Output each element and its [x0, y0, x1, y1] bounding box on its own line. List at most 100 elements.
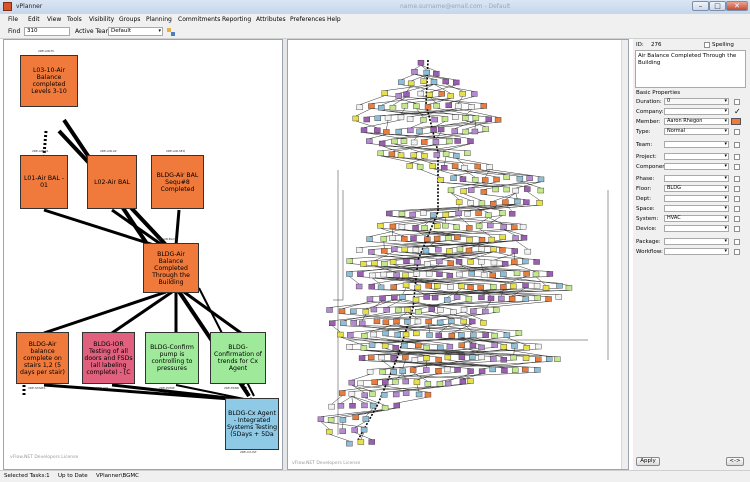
overview-task-node[interactable] [460, 177, 466, 182]
overview-task-node[interactable] [415, 343, 421, 348]
overview-task-node[interactable] [386, 211, 392, 216]
overview-task-node[interactable] [446, 139, 452, 144]
overview-task-node[interactable] [349, 391, 355, 396]
overview-task-node[interactable] [436, 333, 442, 338]
overview-task-node[interactable] [500, 272, 506, 277]
overview-task-node[interactable] [366, 139, 372, 144]
overview-task-node[interactable] [375, 116, 381, 121]
overview-task-node[interactable] [402, 355, 408, 360]
overview-task-node[interactable] [467, 237, 473, 242]
overview-task-node[interactable] [379, 141, 385, 146]
find-input[interactable]: 310 [24, 27, 70, 36]
overview-task-node[interactable] [398, 115, 404, 120]
device-checkbox[interactable] [734, 226, 740, 232]
team-link-icon[interactable] [167, 28, 175, 36]
overview-task-node[interactable] [525, 249, 531, 254]
menu-visibility[interactable]: Visibility [89, 16, 114, 23]
overview-task-node[interactable] [407, 117, 413, 122]
overview-task-node[interactable] [391, 139, 397, 144]
overview-task-node[interactable] [390, 224, 396, 229]
overview-task-node[interactable] [423, 356, 429, 361]
overview-task-node[interactable] [546, 296, 552, 301]
overview-task-node[interactable] [426, 271, 432, 276]
overview-task-node[interactable] [432, 117, 438, 122]
overview-task-node[interactable] [468, 369, 474, 374]
overview-task-node[interactable] [381, 392, 387, 397]
overview-task-node[interactable] [383, 331, 389, 336]
overview-task-node[interactable] [361, 403, 367, 408]
overview-task-node[interactable] [367, 237, 373, 242]
overview-task-node[interactable] [535, 295, 541, 300]
overview-task-node[interactable] [329, 404, 335, 409]
overview-task-node[interactable] [449, 333, 455, 338]
overview-task-node[interactable] [446, 103, 452, 108]
overview-task-node[interactable] [413, 331, 419, 336]
system-select[interactable]: HVAC▾ [664, 215, 729, 222]
overview-task-node[interactable] [511, 343, 517, 348]
overview-task-node[interactable] [414, 271, 420, 276]
overview-task-node[interactable] [534, 367, 540, 372]
overview-task-node[interactable] [436, 272, 442, 277]
overview-task-node[interactable] [494, 177, 500, 182]
overview-task-node[interactable] [371, 261, 377, 266]
overview-task-node[interactable] [411, 140, 417, 145]
overview-task-node[interactable] [361, 345, 367, 350]
overview-task-node[interactable] [430, 164, 436, 169]
overview-task-node[interactable] [445, 381, 451, 386]
overview-task-node[interactable] [436, 259, 442, 264]
overview-task-node[interactable] [483, 127, 489, 132]
overview-task-node[interactable] [374, 319, 380, 324]
overview-task-node[interactable] [381, 272, 387, 277]
overview-task-node[interactable] [349, 380, 355, 385]
overview-task-node[interactable] [382, 405, 388, 410]
overview-task-node[interactable] [466, 248, 472, 253]
overview-task-node[interactable] [427, 92, 433, 97]
type-checkbox[interactable] [734, 129, 740, 135]
overview-task-node[interactable] [430, 213, 436, 218]
overview-task-node[interactable] [468, 285, 474, 290]
overview-task-node[interactable] [350, 309, 356, 314]
overview-task-node[interactable] [382, 343, 388, 348]
overview-task-node[interactable] [420, 211, 426, 216]
company-select[interactable]: ▾ [664, 108, 729, 115]
overview-task-node[interactable] [403, 391, 409, 396]
overview-task-node[interactable] [378, 105, 384, 110]
overview-task-node[interactable] [403, 379, 409, 384]
overview-task-node[interactable] [340, 429, 346, 434]
overview-task-node[interactable] [448, 188, 454, 193]
overview-task-node[interactable] [523, 200, 529, 205]
overview-task-node[interactable] [421, 79, 427, 84]
overview-task-node[interactable] [403, 332, 409, 337]
type-select[interactable]: Normal▾ [664, 128, 729, 135]
overview-task-node[interactable] [339, 391, 345, 396]
overview-task-node[interactable] [492, 343, 498, 348]
overview-task-node[interactable] [510, 284, 516, 289]
package-checkbox[interactable] [734, 239, 740, 245]
overview-task-node[interactable] [382, 380, 388, 385]
menu-help[interactable]: Help [327, 16, 341, 23]
overview-task-node[interactable] [464, 151, 470, 156]
task-node-bldg-air-balance-stairs[interactable]: BLDG-Air balance complete on stairs 1,2 … [16, 332, 69, 384]
overview-task-node[interactable] [413, 104, 419, 109]
overview-task-node[interactable] [353, 116, 359, 121]
duration-input[interactable]: 0▾ [664, 98, 729, 105]
team-checkbox[interactable] [734, 142, 740, 148]
overview-task-node[interactable] [420, 117, 426, 122]
team-field-select[interactable]: ▾ [664, 141, 729, 148]
overview-task-node[interactable] [448, 319, 454, 324]
overview-task-node[interactable] [461, 189, 467, 194]
task-node-bldg-cx-agent-ist[interactable]: BLDG-Cx Agent - Integrated Systems Testi… [225, 398, 279, 450]
overview-task-node[interactable] [453, 153, 459, 158]
overview-task-node[interactable] [377, 223, 383, 228]
overview-task-node[interactable] [401, 139, 407, 144]
overview-task-node[interactable] [378, 355, 384, 360]
overview-task-node[interactable] [470, 309, 476, 314]
overview-task-node[interactable] [410, 368, 416, 373]
overview-task-node[interactable] [415, 319, 421, 324]
phase-select[interactable]: ▾ [664, 175, 729, 182]
overview-task-node[interactable] [426, 319, 432, 324]
overview-task-node[interactable] [480, 320, 486, 325]
overview-task-node[interactable] [368, 249, 374, 254]
overview-task-node[interactable] [403, 259, 409, 264]
overview-task-node[interactable] [372, 380, 378, 385]
